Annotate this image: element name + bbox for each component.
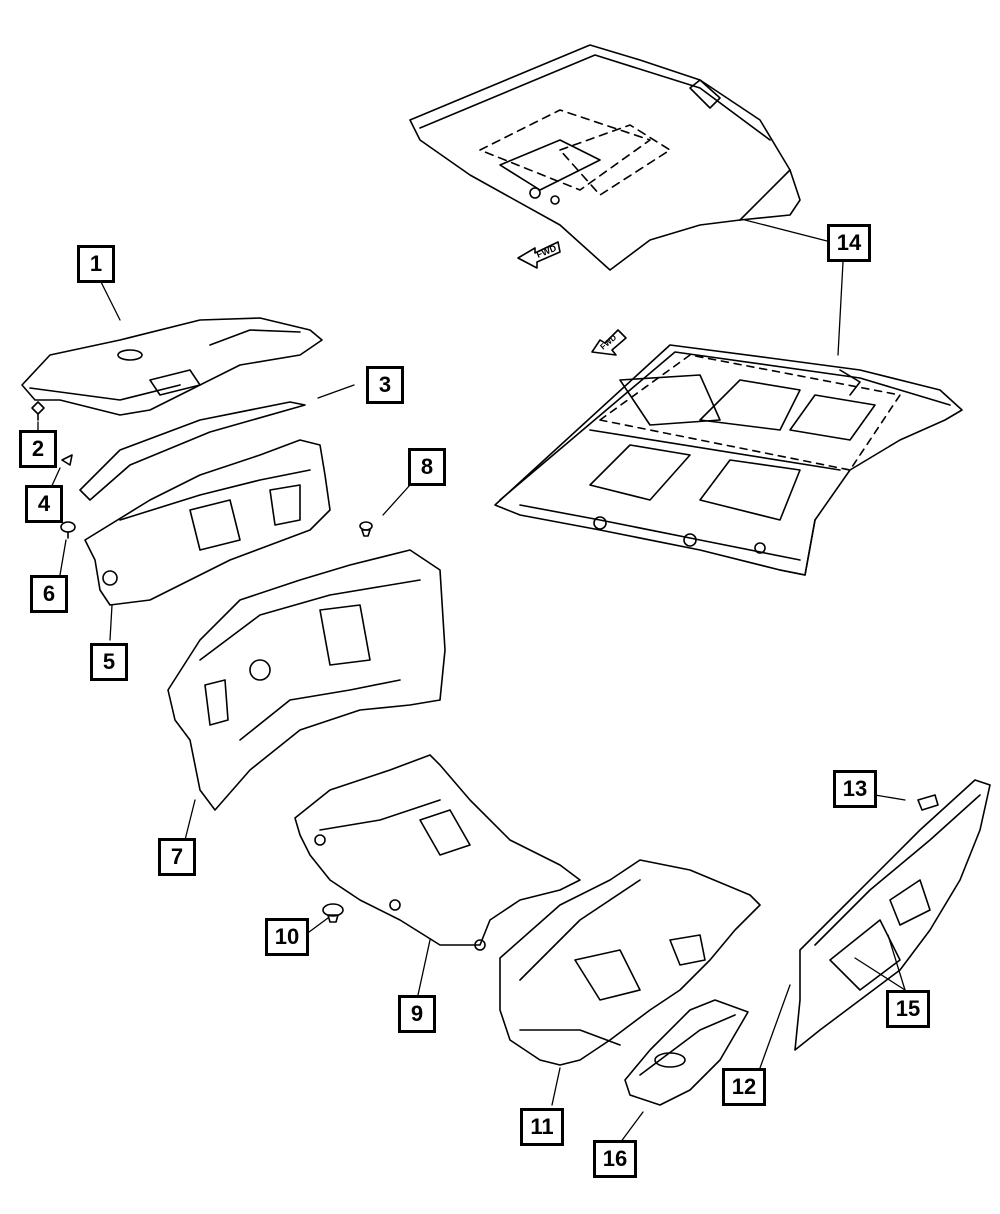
tunnel-silencer-16 [624, 999, 749, 1106]
fwd-arrow-upper [517, 241, 561, 269]
callout-16: 16 [593, 1140, 637, 1178]
floor-silencer-9 [294, 754, 581, 951]
callout-12: 12 [722, 1068, 766, 1106]
callout-15: 15 [886, 990, 930, 1028]
panel-1 [21, 317, 323, 416]
dash-insulator-7 [167, 549, 446, 811]
callout-13: 13 [833, 770, 877, 808]
seal-strip-3 [79, 401, 306, 501]
callout-6: 6 [30, 575, 68, 613]
roof-panel-upper [409, 44, 801, 271]
clip-6 [60, 521, 76, 539]
fastener-10 [322, 903, 344, 923]
callout-8: 8 [408, 448, 446, 486]
callout-14: 14 [827, 224, 871, 262]
callout-7: 7 [158, 838, 196, 876]
callout-3: 3 [366, 366, 404, 404]
clip-13 [917, 794, 939, 811]
leader-lines [37, 219, 906, 1144]
side-panel-12 [794, 779, 991, 1051]
callout-10: 10 [265, 918, 309, 956]
fastener-8 [359, 521, 373, 537]
dash-silencer-5 [84, 439, 331, 606]
callout-4: 4 [25, 485, 63, 523]
callout-5: 5 [90, 643, 128, 681]
headliner-lower [494, 344, 963, 576]
callout-2: 2 [19, 430, 57, 468]
floor-silencer-11 [499, 859, 761, 1066]
clip-4 [61, 454, 73, 466]
clip-2 [31, 401, 45, 421]
fwd-arrow-lower [591, 329, 627, 356]
callout-1: 1 [77, 245, 115, 283]
callout-9: 9 [398, 995, 436, 1033]
callout-11: 11 [520, 1108, 564, 1146]
